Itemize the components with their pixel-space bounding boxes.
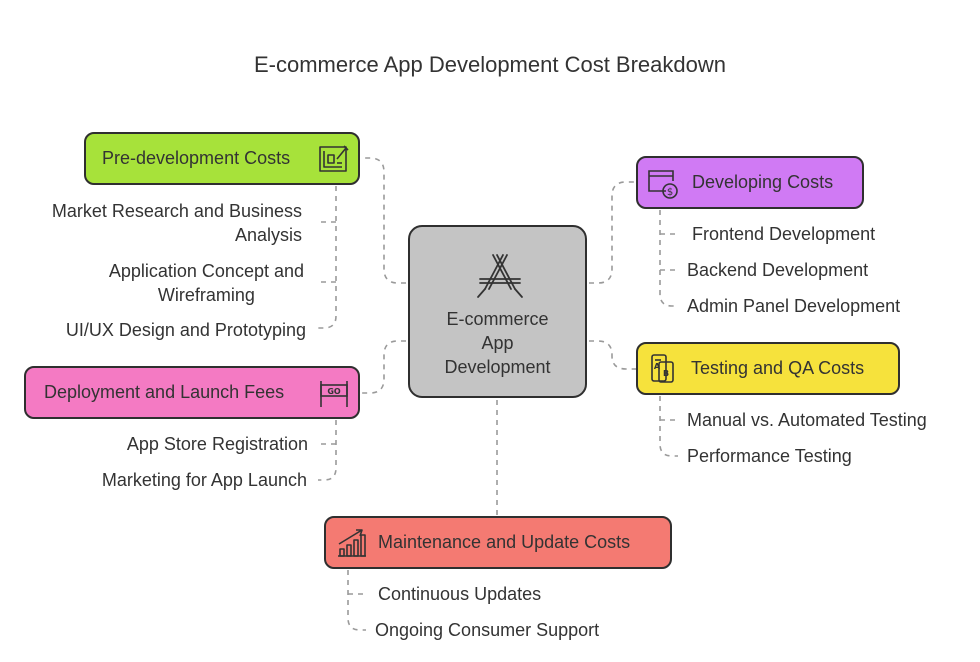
maintenance-item-2-line-1: Ongoing Consumer Support <box>375 620 600 640</box>
maintenance-item-2: Ongoing Consumer Support <box>375 618 599 642</box>
developing-label: Developing Costs <box>692 172 834 192</box>
diagram-title: E-commerce App Development Cost Breakdow… <box>254 52 726 77</box>
testing-item-1-line-1: Manual vs. Automated Testing <box>687 410 927 430</box>
pre-dev-item-1: Market Research and Business Analysis <box>52 199 302 247</box>
center-node[interactable]: E-commerce App Development <box>408 225 587 398</box>
connector-deployment-items <box>318 420 337 481</box>
testing-node[interactable]: B A Testing and QA Costs <box>636 342 900 395</box>
blueprint-icon <box>319 144 349 172</box>
pre-dev-item-2-line-2: Wireframing <box>157 285 255 305</box>
connector-deployment <box>362 340 406 394</box>
testing-item-2-line-1: Performance Testing <box>687 446 852 466</box>
mobile-test-icon: B A <box>651 353 674 383</box>
connector-testing-items <box>659 396 678 457</box>
developing-item-3: Admin Panel Development <box>687 294 900 318</box>
browser-dollar-icon: $ <box>648 169 678 199</box>
pre-development-label: Pre-development Costs <box>102 148 291 168</box>
maintenance-label: Maintenance and Update Costs <box>378 532 631 552</box>
center-line-1: E-commerce <box>446 309 549 329</box>
maintenance-item-1-line-1: Continuous Updates <box>378 584 542 604</box>
pre-dev-item-1-line-1: Market Research and Business <box>51 201 302 221</box>
developing-item-3-line-1: Admin Panel Development <box>687 296 901 316</box>
connector-pre-development <box>362 157 406 284</box>
svg-text:A: A <box>654 362 661 371</box>
developing-item-1-line-1: Frontend Development <box>692 224 876 244</box>
deployment-node[interactable]: Deployment and Launch Fees GO <box>24 366 360 419</box>
go-banner-icon: GO <box>320 380 348 407</box>
pre-dev-item-2-line-1: Application Concept and <box>108 261 304 281</box>
pre-dev-item-3: UI/UX Design and Prototyping <box>66 318 306 342</box>
svg-text:B: B <box>663 369 669 378</box>
pre-dev-item-3-line-1: UI/UX Design and Prototyping <box>65 320 306 340</box>
center-line-3: Development <box>444 357 551 377</box>
maintenance-node[interactable]: Maintenance and Update Costs <box>324 516 672 569</box>
deployment-item-2-line-1: Marketing for App Launch <box>101 470 307 490</box>
connector-pre-dev-items <box>318 186 337 329</box>
deployment-label: Deployment and Launch Fees <box>44 382 285 402</box>
connector-developing <box>589 181 636 284</box>
deployment-item-1: App Store Registration <box>127 432 308 456</box>
testing-label: Testing and QA Costs <box>691 358 865 378</box>
developing-item-2-line-1: Backend Development <box>687 260 869 280</box>
maintenance-item-1: Continuous Updates <box>378 582 541 606</box>
connector-developing-items <box>659 210 678 307</box>
center-line-2: App <box>481 333 514 353</box>
developing-item-2: Backend Development <box>687 258 868 282</box>
connector-testing <box>589 340 636 370</box>
developing-node[interactable]: $ Developing Costs <box>636 156 864 209</box>
connector-maintenance-items <box>347 570 366 631</box>
app-store-icon <box>477 254 523 298</box>
testing-item-2: Performance Testing <box>687 444 852 468</box>
pre-development-node[interactable]: Pre-development Costs <box>84 132 360 185</box>
deployment-item-2: Marketing for App Launch <box>102 468 307 492</box>
growth-chart-icon <box>338 528 366 557</box>
pre-dev-item-1-line-2: Analysis <box>234 225 302 245</box>
deployment-item-1-line-1: App Store Registration <box>126 434 308 454</box>
testing-item-1: Manual vs. Automated Testing <box>687 408 927 432</box>
svg-text:$: $ <box>667 187 673 198</box>
svg-text:GO: GO <box>327 387 341 396</box>
developing-item-1: Frontend Development <box>692 222 875 246</box>
center-node-label: E-commerce App Development <box>410 307 585 379</box>
pre-dev-item-2: Application Concept and Wireframing <box>109 259 304 307</box>
